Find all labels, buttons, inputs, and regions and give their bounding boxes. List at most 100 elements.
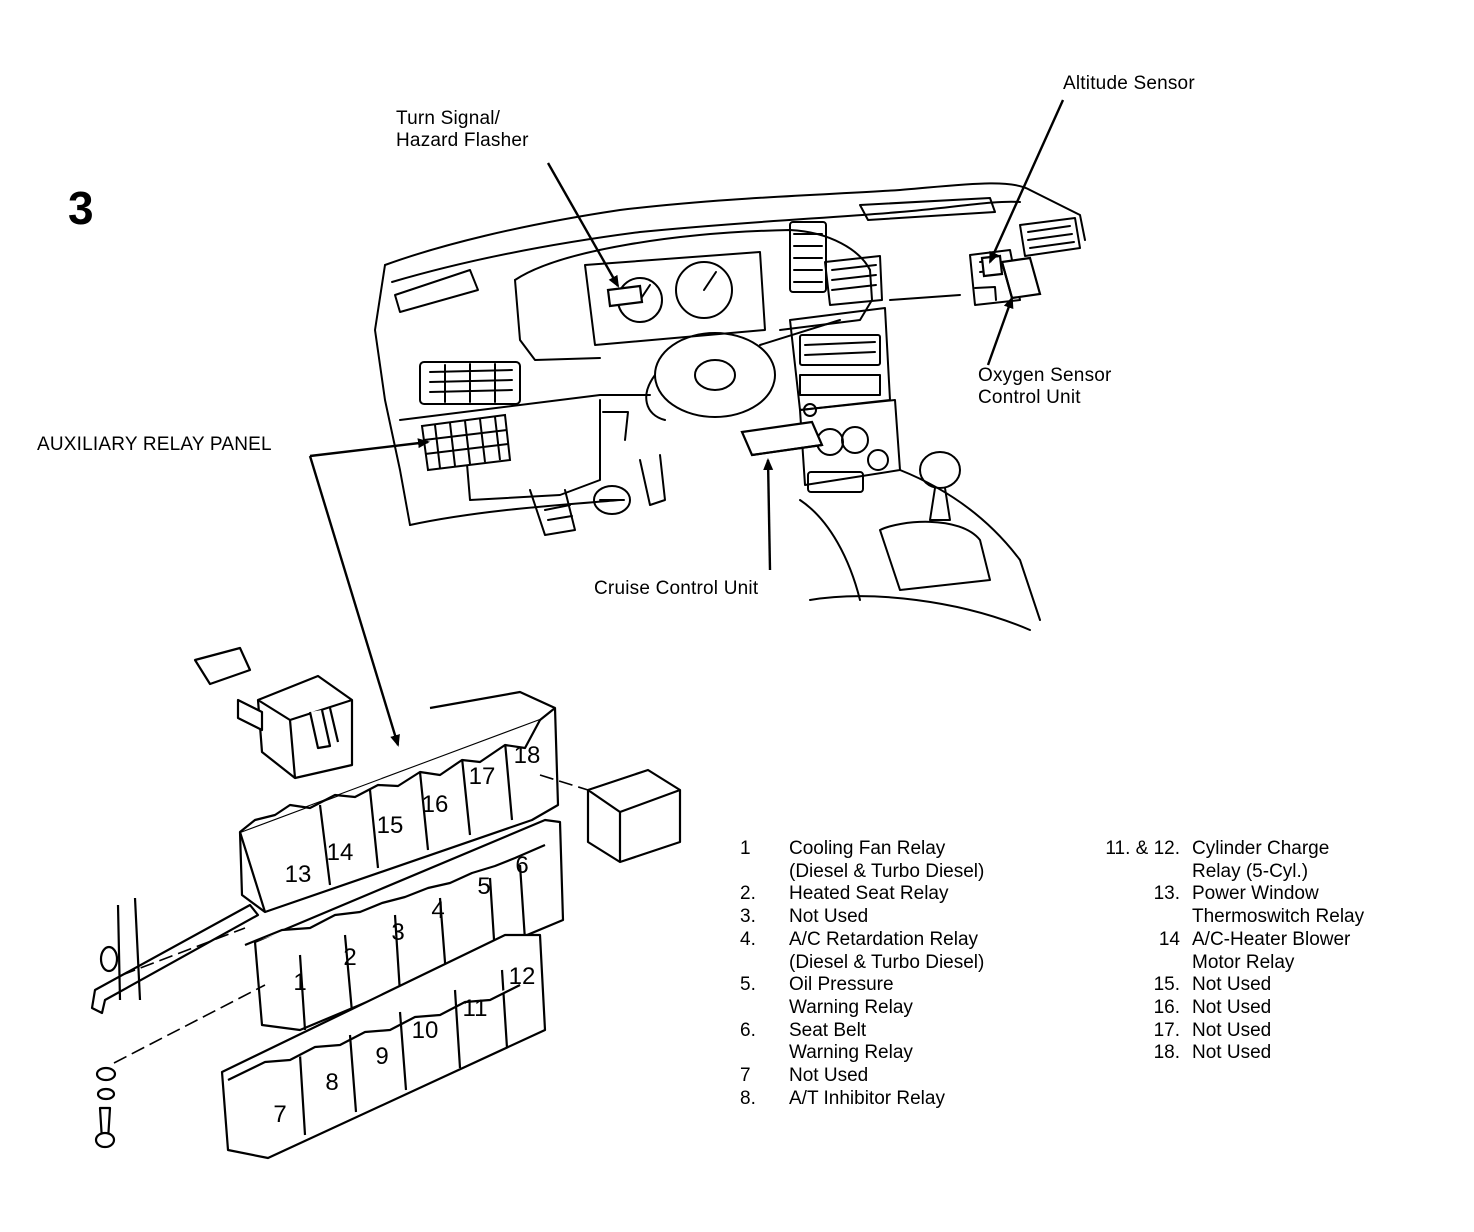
legend-item: 4. A/C Retardation Relay(Diesel & Turbo D… — [740, 929, 1070, 974]
relay-slot-7: 7 — [273, 1101, 286, 1128]
relay-slot-18: 18 — [514, 742, 541, 769]
legend-item-number: 7 — [740, 1065, 751, 1087]
cruise-control-callout: Cruise Control Unit — [594, 578, 758, 600]
relay-slot-10: 10 — [412, 1017, 439, 1044]
oxygen-sensor-callout: Oxygen Sensor Control Unit — [978, 365, 1112, 409]
legend-item: 15. Not Used — [1090, 974, 1420, 997]
legend-item-text: Cooling Fan Relay — [789, 838, 946, 859]
legend-item-text: Relay (5-Cyl.) — [1192, 860, 1309, 882]
legend-item-number: 11. & 12. — [1105, 838, 1180, 859]
aux-relay-arrow-panel — [308, 455, 400, 747]
legend-item-text: Not Used — [789, 1065, 869, 1087]
turn-signal-flasher-module — [606, 284, 644, 308]
legend-item-text: Warning Relay — [789, 996, 913, 1018]
relay-slot-2: 2 — [343, 944, 356, 971]
legend-item-text: (Diesel & Turbo Diesel) — [789, 860, 985, 882]
legend-item-number: 15. — [1153, 974, 1180, 996]
legend-item-number: 5. — [740, 974, 756, 996]
legend-item-number: 16. — [1153, 996, 1180, 1018]
relay-panel-drawing — [90, 646, 682, 1160]
legend-item-number: 14 — [1158, 928, 1180, 950]
legend-item-text: Power Window — [1192, 883, 1319, 905]
cruise-control-arrow — [763, 458, 774, 571]
legend-item-text: A/C Retardation Relay — [789, 928, 979, 950]
callout-line: Control Unit — [978, 387, 1081, 408]
relay-slot-9: 9 — [375, 1043, 388, 1070]
legend-item-text: (Diesel & Turbo Diesel) — [789, 951, 985, 973]
relay-slot-5: 5 — [477, 873, 490, 900]
legend-item-text: A/T Inhibitor Relay — [789, 1087, 945, 1109]
oxygen-sensor-control-unit — [1000, 256, 1042, 300]
legend-item: 1 Cooling Fan Relay(Diesel & Turbo Diesel… — [740, 838, 1070, 883]
relay-slot-8: 8 — [325, 1069, 338, 1096]
legend-item-number: 4. — [740, 928, 756, 950]
legend-item-text: Oil Pressure — [789, 974, 894, 996]
legend-item-text: Heated Seat Relay — [789, 883, 949, 905]
turn-signal-arrow — [546, 162, 620, 288]
relay-slot-4: 4 — [431, 897, 444, 924]
legend-item: 8. A/T Inhibitor Relay — [740, 1088, 1070, 1111]
relay-slot-1: 1 — [293, 969, 306, 996]
relay-slot-6: 6 — [515, 852, 528, 879]
aux-relay-panel-callout: AUXILIARY RELAY PANEL — [37, 434, 272, 456]
aux-relay-panel-dash — [420, 413, 512, 472]
legend-item-text: Not Used — [1192, 974, 1272, 996]
callout-line: Cruise Control Unit — [594, 578, 759, 599]
legend-item-text: Not Used — [1192, 1042, 1272, 1064]
legend-item-number: 2. — [740, 883, 756, 905]
callout-line: AUXILIARY RELAY PANEL — [37, 434, 272, 455]
legend-item-number: 18. — [1153, 1042, 1180, 1064]
legend-item: 2. Heated Seat Relay — [740, 883, 1070, 906]
relay-slot-12: 12 — [509, 963, 536, 990]
legend-item-text: Motor Relay — [1192, 951, 1295, 973]
legend-item-number: 3. — [740, 906, 756, 928]
legend-item-number: 1 — [740, 838, 751, 859]
cruise-control-unit-module — [740, 420, 824, 457]
altitude-sensor-arrow — [988, 99, 1065, 264]
relay-slot-11: 11 — [463, 995, 488, 1022]
assembly-dash-lines — [113, 774, 589, 1064]
leader-arrows — [308, 99, 1065, 747]
figure-number: 3 — [68, 182, 94, 234]
dashboard-drawing — [374, 182, 1086, 631]
legend-item-number: 13. — [1153, 883, 1180, 905]
aux-relay-arrow-dash — [309, 438, 430, 458]
callout-line: Oxygen Sensor — [978, 365, 1112, 386]
legend-item: 16. Not Used — [1090, 997, 1420, 1020]
relay-slot-labels: 1 2 3 4 5 6 7 8 9 10 11 12 13 14 15 16 1… — [273, 742, 540, 1128]
legend-item: 17. Not Used — [1090, 1020, 1420, 1043]
legend-item-number: 17. — [1153, 1019, 1180, 1041]
legend-item-number: 6. — [740, 1019, 756, 1041]
legend-item-number: 8. — [740, 1087, 756, 1109]
relay-slot-15: 15 — [377, 812, 404, 839]
legend-item-text: Warning Relay — [789, 1042, 913, 1064]
callout-line: Hazard Flasher — [396, 130, 529, 151]
legend-item-text: A/C-Heater Blower — [1192, 928, 1351, 950]
legend-item: 7 Not Used — [740, 1065, 1070, 1088]
legend-item-text: Seat Belt — [789, 1019, 867, 1041]
relay-slot-13: 13 — [285, 861, 312, 888]
relay-slot-17: 17 — [469, 763, 496, 790]
callout-line: Altitude Sensor — [1063, 73, 1195, 94]
legend-item: 3. Not Used — [740, 906, 1070, 929]
callout-line: Turn Signal/ — [396, 108, 501, 129]
relay-slot-3: 3 — [391, 919, 404, 946]
legend-item: 18. Not Used — [1090, 1042, 1420, 1065]
legend-item-text: Cylinder Charge — [1192, 838, 1330, 859]
oxygen-sensor-arrow — [986, 296, 1014, 366]
legend-item-text: Not Used — [1192, 996, 1272, 1018]
relay-slot-14: 14 — [327, 839, 354, 866]
legend-item-text: Thermoswitch Relay — [1192, 906, 1365, 928]
altitude-sensor-callout: Altitude Sensor — [1063, 73, 1195, 95]
legend-item-text: Not Used — [789, 906, 869, 928]
relay-slot-16: 16 — [422, 791, 449, 818]
legend-item-text: Not Used — [1192, 1019, 1272, 1041]
